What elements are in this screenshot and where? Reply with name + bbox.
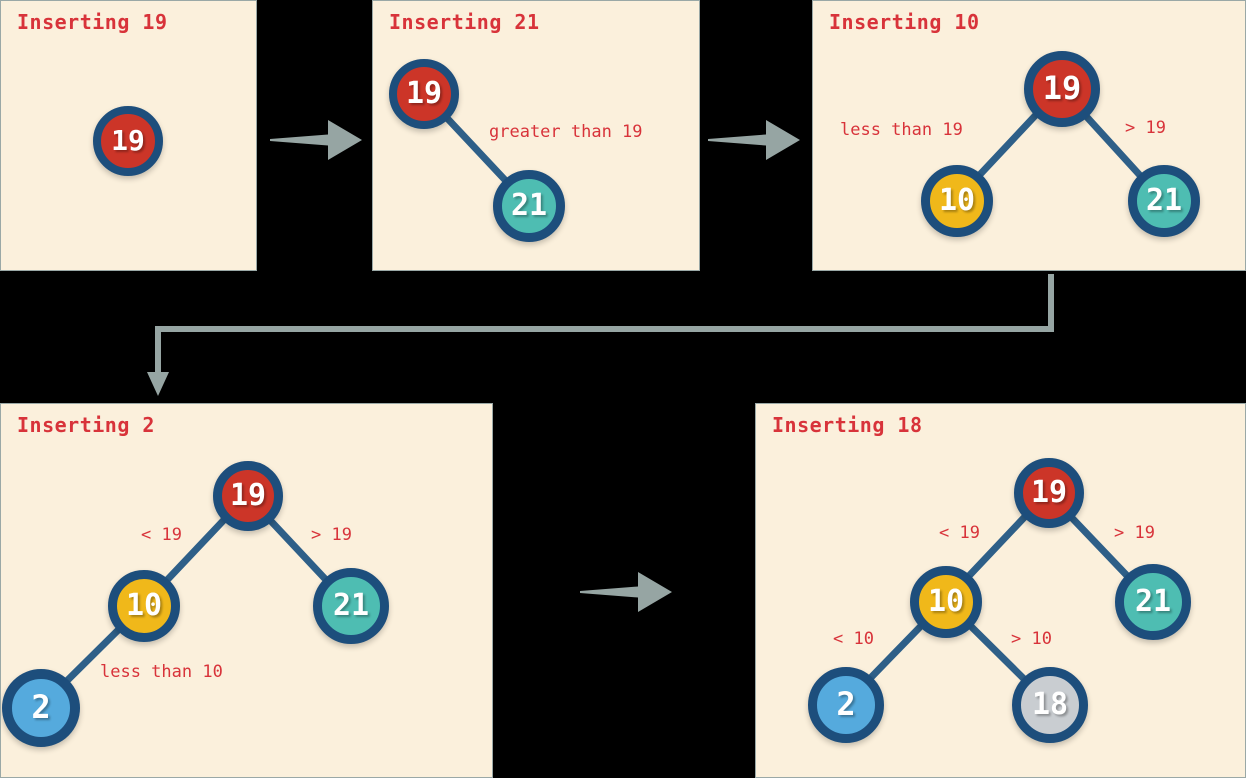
node-value: 21: [332, 587, 370, 623]
node-value: 19: [405, 75, 443, 111]
arrow-step4-to-step5: [580, 572, 672, 612]
label-less-than-19: less than 19: [840, 120, 963, 140]
node-21: 21: [493, 170, 565, 242]
panel-title: Inserting 19: [17, 10, 168, 34]
panel-title: Inserting 21: [389, 10, 540, 34]
label-greater-19: > 19: [311, 525, 352, 545]
node-value: 10: [938, 182, 976, 218]
arrow-head: [580, 572, 672, 612]
label-greater-10: > 10: [1011, 629, 1052, 649]
label-less-19: < 19: [939, 523, 980, 543]
node-value: 18: [1031, 686, 1069, 722]
node-2: 2: [2, 669, 80, 747]
node-21: 21: [1115, 564, 1191, 640]
panel-insert-18: Inserting 18 19 10 21 2 18 < 19 > 19 < 10 > 10: [755, 403, 1246, 778]
arrow-step1-to-step2: [270, 120, 362, 160]
node-19: 19: [213, 461, 283, 531]
arrow-step3-to-step4: [147, 274, 1054, 396]
panel-title: Inserting 2: [17, 413, 155, 437]
arrow-head: [147, 372, 169, 396]
node-value: 2: [31, 688, 51, 726]
node-value: 19: [1030, 474, 1068, 510]
panel-insert-10: Inserting 10 19 10 21 less than 19 > 19: [812, 0, 1246, 271]
label-greater-19: > 19: [1114, 523, 1155, 543]
node-value: 10: [125, 587, 163, 623]
node-value: 19: [1042, 69, 1082, 107]
node-value: 19: [111, 123, 145, 157]
panel-title: Inserting 10: [829, 10, 980, 34]
node-value: 10: [927, 583, 965, 619]
node-19: 19: [93, 106, 163, 176]
panel-insert-19: Inserting 19 19: [0, 0, 257, 271]
node-value: 19: [229, 477, 267, 513]
node-value: 21: [1134, 583, 1172, 619]
node-21: 21: [313, 568, 389, 644]
label-less-than-10: less than 10: [100, 662, 223, 682]
label-greater-19: > 19: [1125, 118, 1166, 138]
node-2: 2: [808, 667, 884, 743]
arrow-head: [708, 120, 800, 160]
label-less-10: < 10: [833, 629, 874, 649]
panel-title: Inserting 18: [772, 413, 923, 437]
node-10: 10: [910, 566, 982, 638]
label-greater-than-19: greater than 19: [489, 122, 643, 142]
node-10: 10: [921, 165, 993, 237]
arrow-step2-to-step3: [708, 120, 800, 160]
node-value: 21: [1145, 182, 1183, 218]
panel-insert-21: Inserting 21 19 21 greater than 19: [372, 0, 700, 271]
arrow-head: [270, 120, 362, 160]
node-19: 19: [1024, 51, 1100, 127]
node-21: 21: [1128, 165, 1200, 237]
node-10: 10: [108, 570, 180, 642]
node-19: 19: [389, 59, 459, 129]
node-18: 18: [1012, 667, 1088, 743]
node-value: 2: [836, 685, 856, 723]
label-less-19: < 19: [141, 525, 182, 545]
node-19: 19: [1014, 458, 1084, 528]
elbow-line: [155, 274, 1054, 374]
panel-insert-2: Inserting 2 19 10 21 2 < 19 > 19 less than 10: [0, 403, 493, 778]
node-value: 21: [510, 187, 548, 223]
